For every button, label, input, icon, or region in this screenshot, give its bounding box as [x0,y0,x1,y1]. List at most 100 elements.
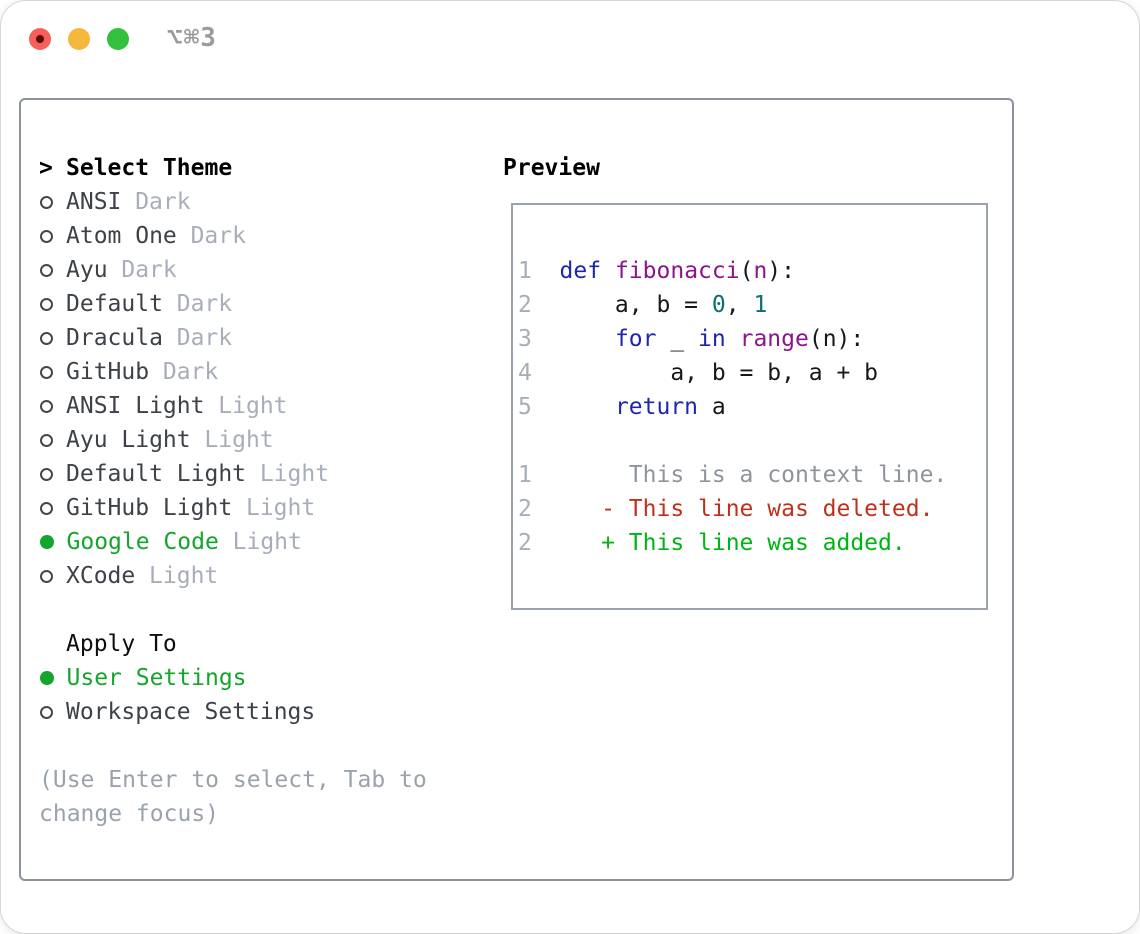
radio-off-icon [40,467,53,481]
theme-option-github-light[interactable]: GitHub Light Light [39,491,479,525]
token: 5 [518,394,560,420]
theme-label: XCode [66,563,136,589]
token: 0 [711,292,726,318]
theme-option-dracula-dark[interactable]: Dracula Dark [39,321,479,355]
theme-variant: Dark [162,359,219,385]
theme-selector-column: > Select Theme ANSI Dark Atom One Dark Ay… [39,151,479,831]
theme-option-atom-one-dark[interactable]: Atom One Dark [39,219,479,253]
radio-off-icon [40,569,53,583]
token [560,394,615,420]
token: - This line was deleted. [559,496,934,522]
theme-variant: Dark [135,189,191,215]
token: + This line was added. [559,530,906,556]
token [726,326,740,352]
token: 1 [518,258,560,284]
theme-label: Ayu [66,257,108,283]
token [601,258,615,284]
theme-label: ANSI [66,189,122,215]
token: a [698,394,726,420]
spacer [39,729,479,763]
theme-variant: Dark [176,291,233,317]
theme-option-google-code-light[interactable]: Google Code Light [39,525,479,559]
radio-off-icon [40,433,53,447]
code-line: 2 a, b = 0, 1 [518,288,986,322]
theme-label: ANSI Light [66,393,205,419]
spacer [39,593,479,627]
theme-list-title: Select Theme [66,155,233,181]
theme-label: Ayu Light [66,427,191,453]
theme-variant: Light [245,495,316,521]
theme-list-header: > Select Theme [39,151,479,185]
prompt-indicator: > [39,155,53,181]
minimize-button[interactable] [67,27,90,50]
theme-variant: Dark [121,257,177,283]
code-line: 5 return a [518,390,986,424]
token: in [698,326,726,352]
token: for [614,326,657,352]
token: 3 [518,326,560,352]
theme-variant: Light [259,461,330,487]
token: n [753,258,768,284]
theme-variant: Dark [190,223,246,249]
theme-option-ansi-light[interactable]: ANSI Light Light [39,389,479,423]
radio-off-icon [40,229,53,243]
apply-option-user-settings[interactable]: User Settings [39,661,479,695]
token: 1 [518,462,560,488]
token: a, b = [559,292,712,318]
theme-option-default-dark[interactable]: Default Dark [39,287,479,321]
token: , [725,292,754,318]
token [560,326,615,352]
theme-option-default-light[interactable]: Default Light Light [39,457,479,491]
token: This is a context line. [559,462,948,488]
radio-on-icon [40,535,54,549]
settings-panel: > Select Theme ANSI Dark Atom One Dark Ay… [19,98,1014,881]
token: 2 [518,530,560,556]
token: a, b = b, a + b [559,360,879,386]
theme-variant: Light [204,427,274,453]
radio-off-icon [40,365,53,379]
close-button[interactable] [29,27,51,50]
token: range [739,326,809,352]
apply-option-workspace-settings[interactable]: Workspace Settings [39,695,479,729]
titlebar: ⌥⌘3 [1,1,1139,65]
theme-label: Default [66,291,163,317]
theme-variant: Light [149,563,219,589]
diff-deleted-line: 2 - This line was deleted. [518,492,986,526]
token: 4 [518,360,560,386]
radio-off-icon [40,399,53,413]
radio-off-icon [40,263,53,277]
window-title: ⌥⌘3 [167,23,217,53]
apply-to-header: Apply To [66,631,177,657]
theme-option-xcode-light[interactable]: XCode Light [39,559,479,593]
theme-label: Google Code [66,529,219,555]
apply-option-label: User Settings [66,665,247,691]
theme-label: Atom One [66,223,177,249]
blank-line [518,424,986,458]
diff-context-line: 1 This is a context line. [518,458,986,492]
token: _ [656,326,699,352]
code-line: 4 a, b = b, a + b [518,356,986,390]
code-preview: 1 def fibonacci(n): 2 a, b = 0, 1 3 for … [513,205,986,560]
radio-off-icon [40,195,53,209]
diff-added-line: 2 + This line was added. [518,526,986,560]
apply-option-label: Workspace Settings [66,699,316,725]
theme-label: Default Light [66,461,247,487]
code-line: 3 for _ in range(n): [518,322,986,356]
theme-option-ayu-dark[interactable]: Ayu Dark [39,253,479,287]
zoom-button[interactable] [106,27,129,50]
token: 2 [518,292,560,318]
theme-label: GitHub Light [66,495,233,521]
theme-option-ansi-dark[interactable]: ANSI Dark [39,185,479,219]
theme-option-ayu-light[interactable]: Ayu Light Light [39,423,479,457]
theme-option-github-dark[interactable]: GitHub Dark [39,355,479,389]
token: (n): [808,326,865,352]
code-line: 1 def fibonacci(n): [518,254,986,288]
radio-off-icon [40,501,53,515]
token: def [559,258,602,284]
token: ): [767,258,795,284]
radio-off-icon [40,705,53,719]
token: 2 [518,496,560,522]
radio-off-icon [40,331,53,345]
preview-title: Preview [503,155,600,181]
